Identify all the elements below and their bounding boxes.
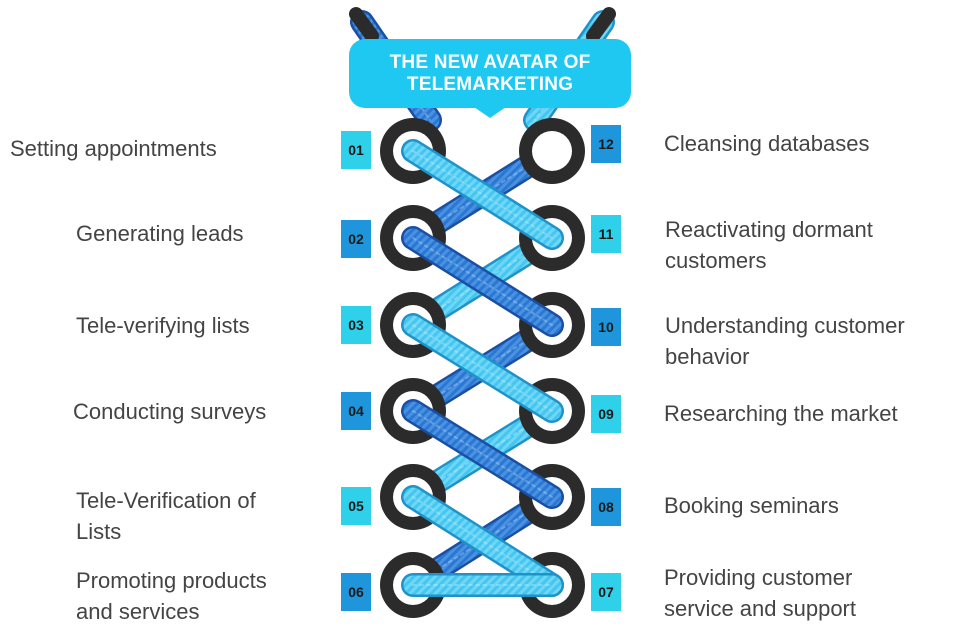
label-04-line-1: Conducting surveys xyxy=(73,399,267,424)
label-10: Understanding customer behavior xyxy=(665,310,905,372)
lace-front-strands xyxy=(401,139,564,597)
label-05-line-2: Lists xyxy=(76,519,122,544)
label-03-line-1: Tele-verifying lists xyxy=(76,313,250,338)
badge-08: 08 xyxy=(591,488,621,526)
label-12: Cleansing databases xyxy=(664,128,869,159)
badge-02: 02 xyxy=(341,220,371,258)
label-02-line-1: Generating leads xyxy=(76,221,244,246)
label-06: Promoting products and services xyxy=(76,565,267,627)
label-03: Tele-verifying lists xyxy=(76,310,250,341)
label-01: Setting appointments xyxy=(10,133,217,164)
label-08-line-1: Booking seminars xyxy=(664,493,839,518)
label-11: Reactivating dormant customers xyxy=(665,214,873,276)
label-08: Booking seminars xyxy=(664,490,839,521)
title-line-2: TELEMARKETING xyxy=(406,73,574,95)
lace-front-strand xyxy=(401,139,564,250)
badge-07: 07 xyxy=(591,573,621,611)
label-06-line-1: Promoting products xyxy=(76,568,267,593)
title-line-1: THE NEW AVATAR OF xyxy=(389,51,591,73)
label-11-line-1: Reactivating dormant xyxy=(665,217,873,242)
badge-09: 09 xyxy=(591,395,621,433)
label-05-line-1: Tele-Verification of xyxy=(76,488,256,513)
label-12-line-1: Cleansing databases xyxy=(664,131,870,156)
aglet-right xyxy=(586,7,616,43)
badge-05: 05 xyxy=(341,487,371,525)
badge-04: 04 xyxy=(341,392,371,430)
label-10-line-2: behavior xyxy=(665,344,750,369)
label-06-line-2: and services xyxy=(76,599,200,624)
lace-front-strand xyxy=(401,399,564,509)
eyelet xyxy=(519,118,585,184)
lace-front-strand xyxy=(401,485,564,597)
badge-06: 06 xyxy=(341,573,371,611)
badge-11: 11 xyxy=(591,215,621,253)
label-01-line-1: Setting appointments xyxy=(10,136,217,161)
label-07: Providing customer service and support xyxy=(664,562,856,624)
label-09-line-1: Researching the market xyxy=(664,401,898,426)
label-02: Generating leads xyxy=(76,218,244,249)
lace-front-strand xyxy=(401,313,564,423)
label-10-line-1: Understanding customer xyxy=(665,313,905,338)
aglet-left xyxy=(349,7,379,43)
badge-01: 01 xyxy=(341,131,371,169)
title-banner: THE NEW AVATAR OF TELEMARKETING xyxy=(349,39,631,118)
title-pointer xyxy=(474,107,506,118)
label-05: Tele-Verification of Lists xyxy=(76,485,256,547)
label-04: Conducting surveys xyxy=(73,396,266,427)
badge-10: 10 xyxy=(591,308,621,346)
label-07-line-2: service and support xyxy=(664,596,856,621)
lace-front-strand xyxy=(401,226,564,337)
label-11-line-2: customers xyxy=(665,248,767,273)
label-09: Researching the market xyxy=(664,398,898,429)
badge-12: 12 xyxy=(591,125,621,163)
label-07-line-1: Providing customer xyxy=(664,565,853,590)
badge-03: 03 xyxy=(341,306,371,344)
